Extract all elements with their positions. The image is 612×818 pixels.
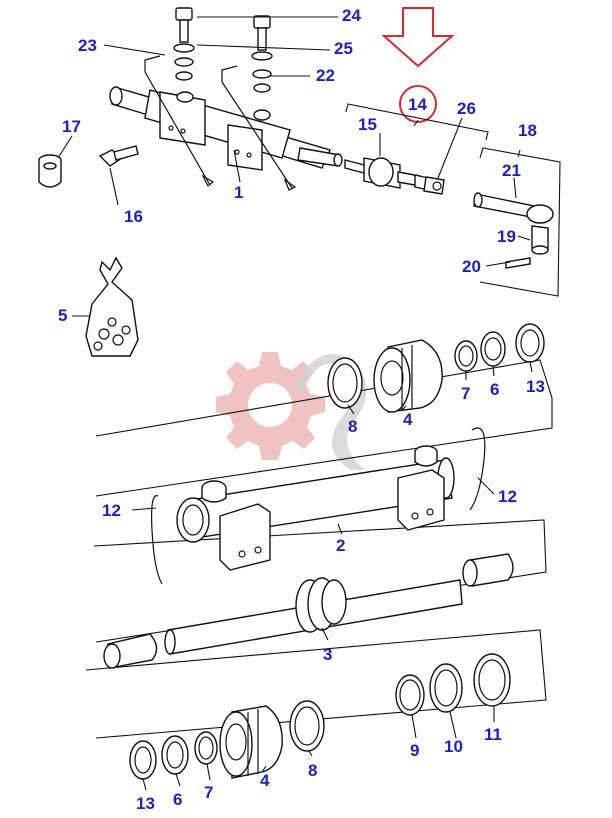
bolt-part [98,145,139,167]
callout-4-upper: 4 [403,410,413,429]
callout-8-lower: 8 [308,761,317,780]
leader-lines [57,16,533,791]
callout-13-upper: 13 [526,377,545,396]
tie-rod-end [473,192,554,269]
highlight-circle [399,85,437,123]
callout-5: 5 [58,306,67,325]
seal-kit-right [395,653,511,716]
callout-9: 9 [410,741,419,760]
callout-7-lower: 7 [204,783,213,802]
callout-4-lower: 4 [260,771,270,790]
callout-7-upper: 7 [461,384,470,403]
callout-22: 22 [316,66,335,85]
callout-25: 25 [334,39,353,58]
callout-17: 17 [62,117,81,136]
callout-12-right: 12 [498,487,517,506]
callout-21: 21 [502,161,521,180]
callout-8-upper: 8 [348,417,357,436]
callout-11: 11 [484,725,502,744]
callout-10: 10 [444,737,463,756]
parts-bag [85,256,139,357]
cylinder-barrel [176,445,455,571]
callout-6-lower: 6 [173,790,182,809]
callout-23: 23 [78,36,97,55]
seal-kit-lower [129,700,325,780]
callout-24: 24 [342,6,361,25]
callout-20: 20 [462,257,481,276]
callout-12-left: 12 [102,501,121,520]
callout-1: 1 [234,183,243,202]
callout-3: 3 [323,645,332,664]
piston-rod [103,553,514,669]
callout-19: 19 [497,227,516,246]
callout-16: 16 [124,207,143,226]
callout-18: 18 [518,121,537,140]
callout-15: 15 [358,115,377,134]
down-arrow-icon [381,7,455,68]
callout-14: 14 [408,95,427,114]
callout-26: 26 [457,99,476,118]
bushing-part [38,154,62,188]
callout-6-upper: 6 [490,380,499,399]
steering-cylinder-assembly [109,7,445,195]
callout-2: 2 [336,536,345,555]
callout-13-lower: 13 [136,794,155,813]
seal-kit-upper [327,323,545,413]
